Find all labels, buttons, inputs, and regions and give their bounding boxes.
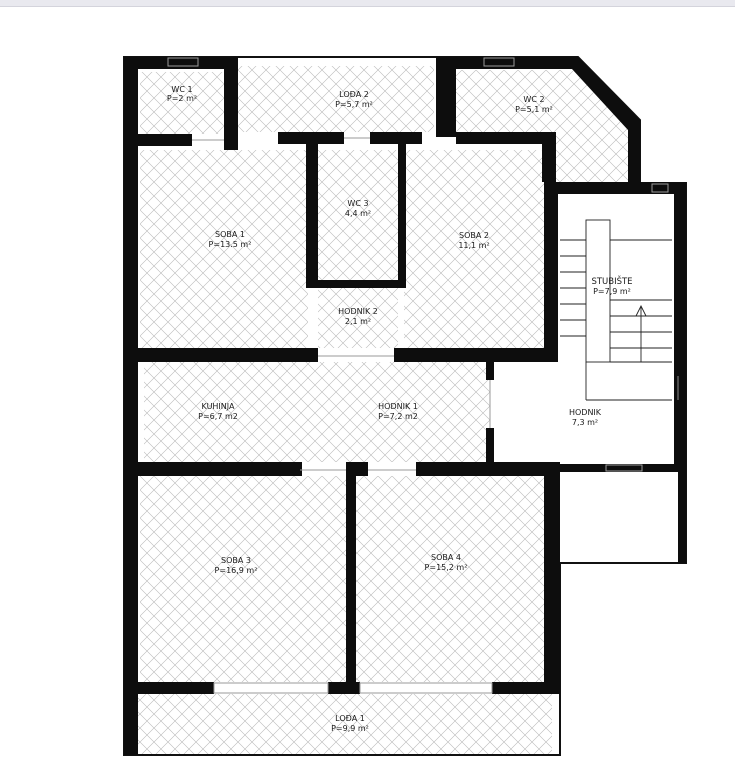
label-soba3-area: P=16,9 m² xyxy=(215,566,258,575)
label-soba1-name: SOBA 1 xyxy=(215,230,245,239)
label-soba2-name: SOBA 2 xyxy=(459,231,489,240)
label-wc3-area: 4,4 m² xyxy=(345,209,371,218)
viewer-top-bar xyxy=(0,0,735,7)
floor-kuhinja-hodnik1 xyxy=(144,362,490,462)
label-soba1-area: P=13.5 m² xyxy=(209,240,252,249)
floor-lodja2 xyxy=(238,66,434,132)
room-labels: WC 1 P=2 m² LOĐA 2 P=5,7 m² WC 2 P=5,1 m… xyxy=(167,85,633,733)
label-soba4-area: P=15,2 m² xyxy=(425,563,468,572)
label-soba4-name: SOBA 4 xyxy=(431,553,461,562)
label-lodja2-name: LOĐA 2 xyxy=(339,90,369,99)
floor-soba3 xyxy=(140,476,346,682)
floor-hodnik2 xyxy=(318,287,398,348)
label-hodnik1-name: HODNIK 1 xyxy=(378,402,418,411)
label-lodja2-area: P=5,7 m² xyxy=(335,100,373,109)
label-hodnik-name: HODNIK xyxy=(569,408,602,417)
label-kuhinja-name: KUHINJA xyxy=(202,402,235,411)
label-wc1-name: WC 1 xyxy=(171,85,192,94)
label-wc3-name: WC 3 xyxy=(347,199,368,208)
floor-wc2 xyxy=(456,70,632,183)
label-stubiste-area: P=7,9 m² xyxy=(593,287,631,296)
label-soba2-area: 11,1 m² xyxy=(458,241,489,250)
staircase xyxy=(560,219,679,401)
label-stubiste-name: STUBIŠTE xyxy=(591,275,632,287)
label-lodja1-area: P=9,9 m² xyxy=(331,724,369,733)
label-hodnik2-area: 2,1 m² xyxy=(345,317,371,326)
label-hodnik1-area: P=7,2 m2 xyxy=(378,412,418,421)
label-soba3-name: SOBA 3 xyxy=(221,556,251,565)
floor-lodja1 xyxy=(138,694,552,754)
label-lodja1-name: LOĐA 1 xyxy=(335,714,365,723)
floor-wc3 xyxy=(318,150,398,280)
label-wc2-name: WC 2 xyxy=(523,95,544,104)
window-marks xyxy=(167,57,669,694)
floor-soba2 xyxy=(404,150,544,348)
label-hodnik2-name: HODNIK 2 xyxy=(338,307,378,316)
floor-hodnik xyxy=(492,362,672,464)
label-kuhinja-area: P=6,7 m2 xyxy=(198,412,238,421)
floor-soba4 xyxy=(356,476,544,682)
floor-soba1 xyxy=(140,150,308,348)
label-hodnik-area: 7,3 m² xyxy=(572,418,598,427)
floor-wc1 xyxy=(140,72,224,134)
walls xyxy=(124,57,686,755)
label-wc1-area: P=2 m² xyxy=(167,94,197,103)
label-wc2-area: P=5,1 m² xyxy=(515,105,553,114)
